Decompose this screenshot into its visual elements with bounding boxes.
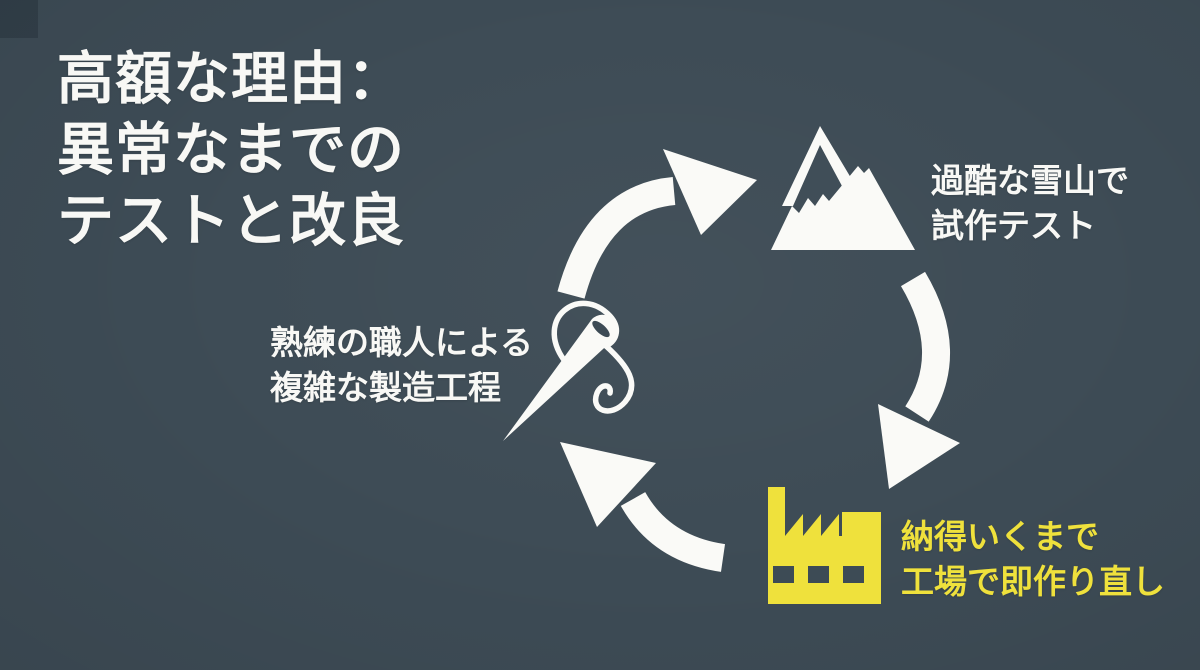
label-craftsman-line-2: 複雑な製造工程 — [270, 369, 501, 406]
label-snow-test-line-2: 試作テスト — [931, 207, 1096, 244]
curved-arrow-up-left-icon — [560, 442, 726, 572]
page-title: 高額な理由： 異常なまでの テストと改良 — [57, 44, 405, 257]
label-snow-test-line-1: 過酷な雪山で — [931, 162, 1129, 199]
corner-shade — [0, 0, 38, 38]
label-snow-test: 過酷な雪山で 試作テスト — [931, 158, 1129, 248]
factory-icon — [768, 487, 881, 604]
label-craftsman-process: 熟練の職人による 複雑な製造工程 — [270, 320, 533, 410]
label-factory-line-2: 工場で即作り直し — [901, 563, 1165, 600]
label-craftsman-line-1: 熟練の職人による — [270, 324, 534, 361]
needle-and-thread-icon — [503, 300, 635, 441]
curved-arrow-up-right-icon — [557, 149, 757, 299]
title-line-2: 異常なまでの — [57, 118, 405, 182]
label-factory-line-1: 納得いくまで — [901, 518, 1099, 555]
curved-arrow-down-left-icon — [878, 271, 960, 489]
mountain-icon — [771, 126, 915, 250]
label-factory-rework: 納得いくまで 工場で即作り直し — [901, 514, 1165, 604]
title-line-1: 高額な理由： — [57, 47, 405, 111]
title-line-3: テストと改良 — [57, 189, 405, 253]
